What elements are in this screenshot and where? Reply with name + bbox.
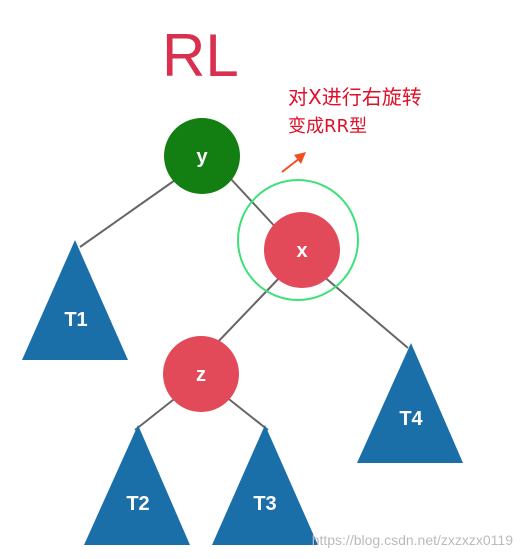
node-z-label: z <box>196 364 206 386</box>
watermark: https://blog.csdn.net/zxzxzx0119 <box>312 532 514 548</box>
edge-z-t3 <box>224 395 269 431</box>
edge-y-x <box>229 177 281 233</box>
subtree-t3-label: T3 <box>253 493 276 515</box>
edge-x-z <box>214 274 283 346</box>
subtree-t4: T4 <box>357 343 463 463</box>
edge-z-t2 <box>134 395 179 431</box>
subtree-t1: T1 <box>22 240 128 360</box>
subtree-t2: T2 <box>84 425 190 545</box>
diagram-title: RL <box>162 22 239 89</box>
node-x: x <box>264 212 340 288</box>
highlight-ring <box>237 179 359 301</box>
node-y: y <box>164 118 240 194</box>
node-x-label: x <box>296 240 307 262</box>
edge-x-t4 <box>321 274 409 349</box>
rotation-arrow-icon <box>281 152 306 173</box>
annotation-line-2: 变成RR型 <box>288 116 367 137</box>
node-y-label: y <box>196 146 208 168</box>
subtree-t3: T3 <box>212 425 318 545</box>
edge-y-t1 <box>79 177 179 248</box>
subtree-t4-label: T4 <box>399 408 423 430</box>
annotation-line-1: 对X进行右旋转 <box>288 85 422 109</box>
subtree-t1-label: T1 <box>64 309 87 331</box>
node-z: z <box>163 336 239 412</box>
subtree-t2-label: T2 <box>126 493 149 515</box>
